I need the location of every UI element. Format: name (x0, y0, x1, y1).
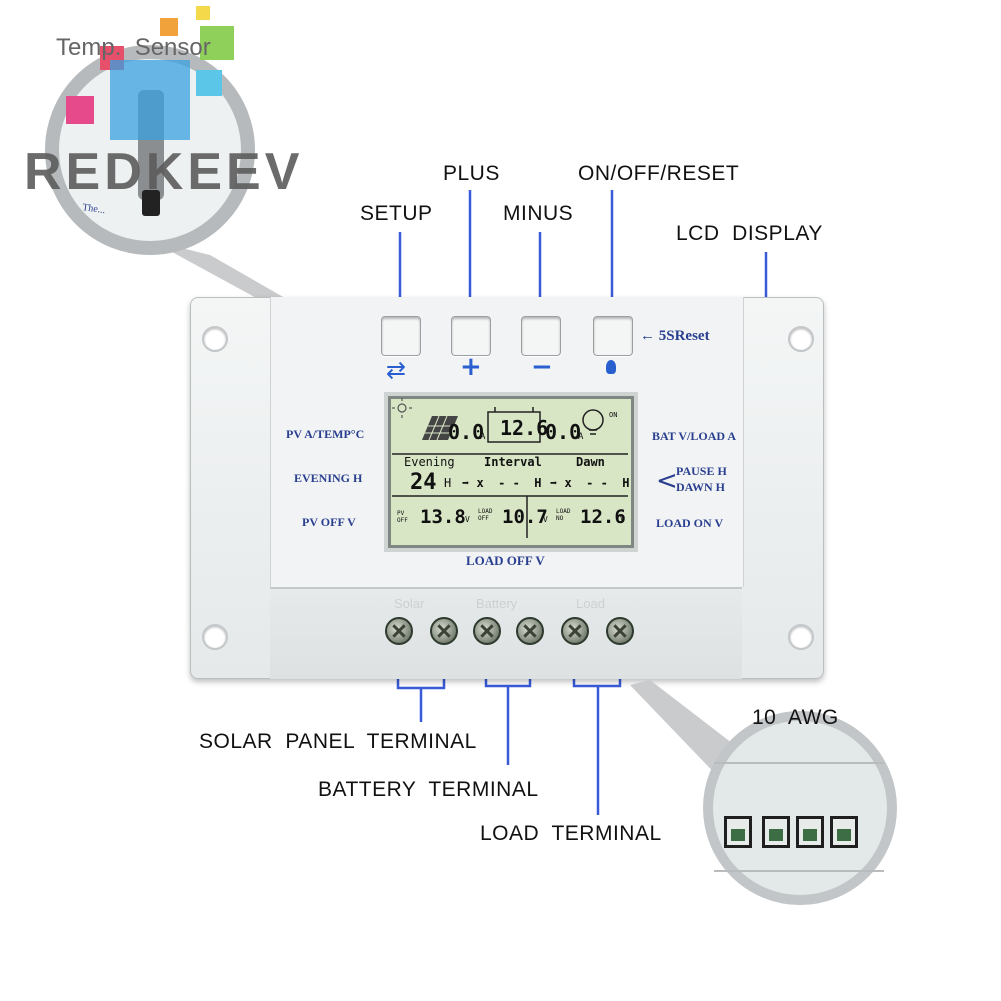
solar-group-label: Solar (394, 596, 425, 611)
setup-callout: SETUP (360, 202, 433, 225)
terminal-block (270, 587, 742, 679)
lcd-load-on-label: LOAD NO (556, 508, 571, 522)
sensor-label: Temp. Sensor (56, 34, 211, 61)
minus-button[interactable] (521, 316, 561, 356)
load-current-unit: A (578, 432, 584, 442)
battery-terminal-negative[interactable] (516, 617, 544, 645)
load-terminal-positive[interactable] (561, 617, 589, 645)
lcd-pv-off-label: PV OFF (397, 510, 408, 524)
pv-off-label: PV OFF V (302, 515, 356, 529)
solar-terminal-callout: SOLAR PANEL TERMINAL (199, 730, 477, 753)
wire-slot (796, 816, 824, 848)
mounting-hole (202, 326, 228, 352)
mounting-hole (788, 326, 814, 352)
battery-group-label: Battery (476, 596, 518, 611)
on-off-reset-callout: ON/OFF/RESET (578, 162, 740, 185)
load-off-label: LOAD OFF V (466, 553, 545, 568)
plus-callout: PLUS (443, 162, 500, 185)
bat-load-label: BAT V/LOAD A (652, 429, 737, 443)
load-terminal-negative[interactable] (606, 617, 634, 645)
solar-terminal-negative[interactable] (430, 617, 458, 645)
sensor-magnifier: The... (45, 6, 285, 300)
load-on-label: LOAD ON V (656, 516, 724, 530)
bulb-icon (606, 360, 616, 374)
battery-terminal-callout: BATTERY TERMINAL (318, 778, 539, 801)
lcd-evening-label: Evening (404, 455, 455, 469)
awg-callout: 10 AWG (752, 706, 839, 729)
pv-temp-label: PV A/TEMP°C (286, 427, 365, 441)
bracket-icon: < (656, 466, 678, 496)
load-off-unit: V (543, 515, 548, 524)
svg-text:The...: The... (82, 202, 106, 216)
battery-voltage-value: 12.6 (500, 416, 549, 440)
reset-hint: ← 5SReset (640, 328, 710, 344)
power-button[interactable] (593, 316, 633, 356)
pause-label: PAUSE H (676, 464, 727, 478)
minus-callout: MINUS (503, 202, 574, 225)
awg-magnifier (630, 680, 897, 905)
interval-value: ➡ x - - H (462, 476, 542, 490)
lcd-graphics (392, 398, 628, 538)
evening-hours-unit: H (444, 476, 452, 490)
solar-terminal-positive[interactable] (385, 617, 413, 645)
dawn-value: ➡ x - - H (550, 476, 630, 490)
evening-label: EVENING H (294, 471, 363, 485)
pv-off-unit: V (465, 515, 470, 524)
setup-arrows-icon: ⇄ (386, 356, 407, 384)
load-on-unit: V (620, 515, 625, 524)
load-off-value: 10.7 (502, 506, 548, 528)
lcd-on-label: ON (609, 411, 618, 419)
lcd-interval-label: Interval (484, 455, 542, 469)
load-current-value: 0.0 (545, 420, 582, 444)
lcd-dawn-label: Dawn (576, 455, 605, 469)
load-group-label: Load (576, 596, 605, 611)
minus-icon: − (531, 352, 553, 382)
plus-icon: + (460, 352, 482, 382)
wire-slot (724, 816, 752, 848)
battery-terminal-positive[interactable] (473, 617, 501, 645)
plus-button[interactable] (451, 316, 491, 356)
sun-icon (392, 398, 412, 418)
dawn-label: DAWN H (676, 480, 726, 494)
setup-button[interactable] (381, 316, 421, 356)
wire-slot (762, 816, 790, 848)
mounting-hole (202, 624, 228, 650)
pv-current-value: 0.0 (448, 420, 485, 444)
brand-watermark: REDKEEV (24, 143, 304, 201)
load-on-value: 12.6 (580, 506, 626, 528)
load-terminal-callout: LOAD TERMINAL (480, 822, 662, 845)
pv-current-unit: A (480, 432, 486, 442)
lcd-load-off-label: LOAD OFF (478, 508, 493, 522)
mounting-hole (788, 624, 814, 650)
lcd-display (388, 396, 634, 548)
wire-slot (830, 816, 858, 848)
evening-hours-value: 24 (410, 470, 437, 495)
lcd-display-callout: LCD DISPLAY (676, 222, 823, 245)
pv-off-value: 13.8 (420, 506, 466, 528)
